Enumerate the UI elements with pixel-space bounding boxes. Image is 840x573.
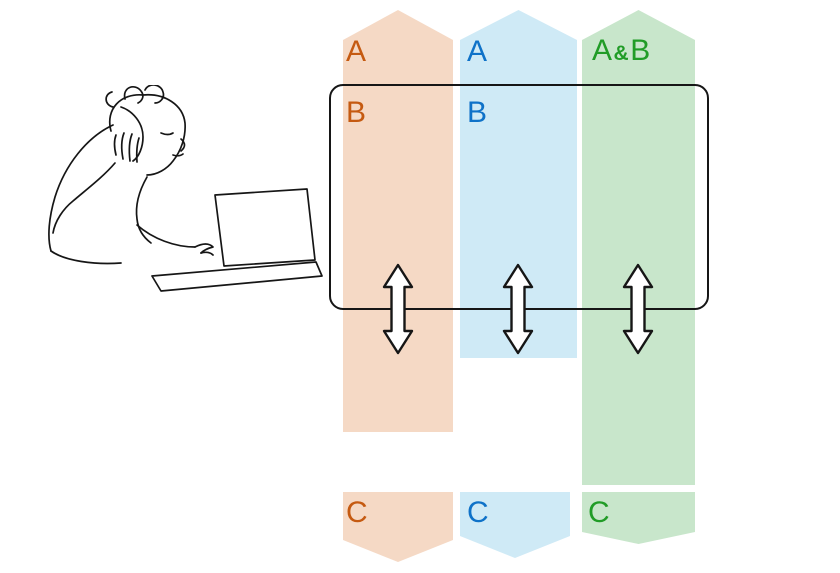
label-green-ab-part-b: B: [630, 34, 651, 67]
label-orange-c: C: [346, 496, 369, 529]
label-blue-b: B: [467, 96, 488, 129]
label-green-c: C: [588, 496, 611, 529]
label-orange-a: A: [346, 35, 367, 68]
label-blue-a: A: [467, 35, 488, 68]
laptop-sketch: [151, 188, 323, 292]
label-blue-c: C: [467, 496, 490, 529]
person-at-laptop-illustration: [48, 85, 323, 292]
chevron-green-c: [582, 492, 695, 544]
label-green-ab: A&B: [592, 35, 651, 70]
column-green-band: [582, 10, 695, 485]
up-down-arrow-icon: [622, 263, 654, 355]
label-green-ab-ampersand: &: [613, 42, 630, 65]
label-green-ab-part-a: A: [592, 34, 613, 67]
up-down-arrow-icon: [502, 263, 534, 355]
label-orange-b: B: [346, 96, 367, 129]
column-orange-band: [343, 10, 453, 432]
person-sketch: [48, 85, 214, 265]
up-down-arrow-icon: [382, 263, 414, 355]
